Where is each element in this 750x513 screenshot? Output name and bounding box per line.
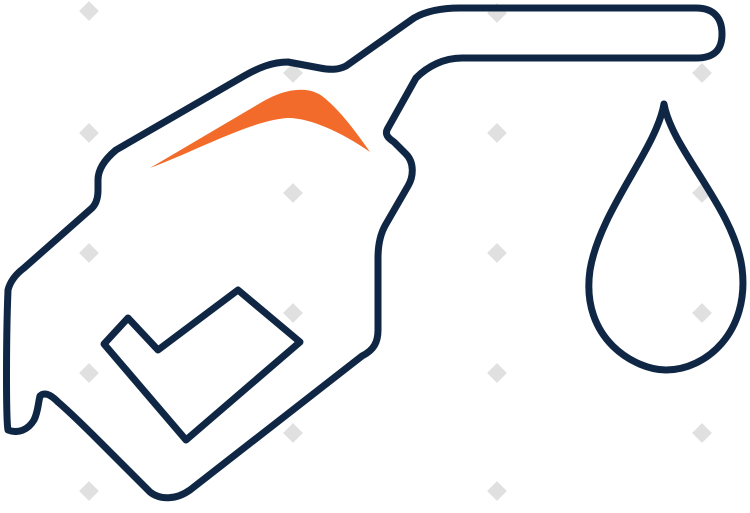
watermark-diamond bbox=[283, 63, 303, 83]
nozzle-trigger-icon bbox=[100, 286, 304, 444]
nozzle-highlight-accent bbox=[150, 89, 370, 168]
watermark-diamond bbox=[283, 423, 303, 443]
watermark-diamond bbox=[692, 63, 712, 83]
watermark-diamond bbox=[487, 123, 507, 143]
watermark-diamond bbox=[692, 303, 712, 323]
watermark-diamond bbox=[283, 303, 303, 323]
watermark-diamond bbox=[79, 243, 99, 263]
fuel-nozzle-icon bbox=[3, 4, 726, 502]
watermark-diamond bbox=[79, 363, 99, 383]
watermark-diamond bbox=[692, 423, 712, 443]
watermark-diamond bbox=[487, 481, 507, 501]
watermark-diamond bbox=[487, 363, 507, 383]
watermark-diamond bbox=[487, 243, 507, 263]
watermark-diamond bbox=[283, 183, 303, 203]
watermark-diamond bbox=[79, 1, 99, 21]
fuel-drop-icon bbox=[585, 100, 747, 374]
watermark-diamond bbox=[79, 123, 99, 143]
watermark-diamond bbox=[79, 481, 99, 501]
